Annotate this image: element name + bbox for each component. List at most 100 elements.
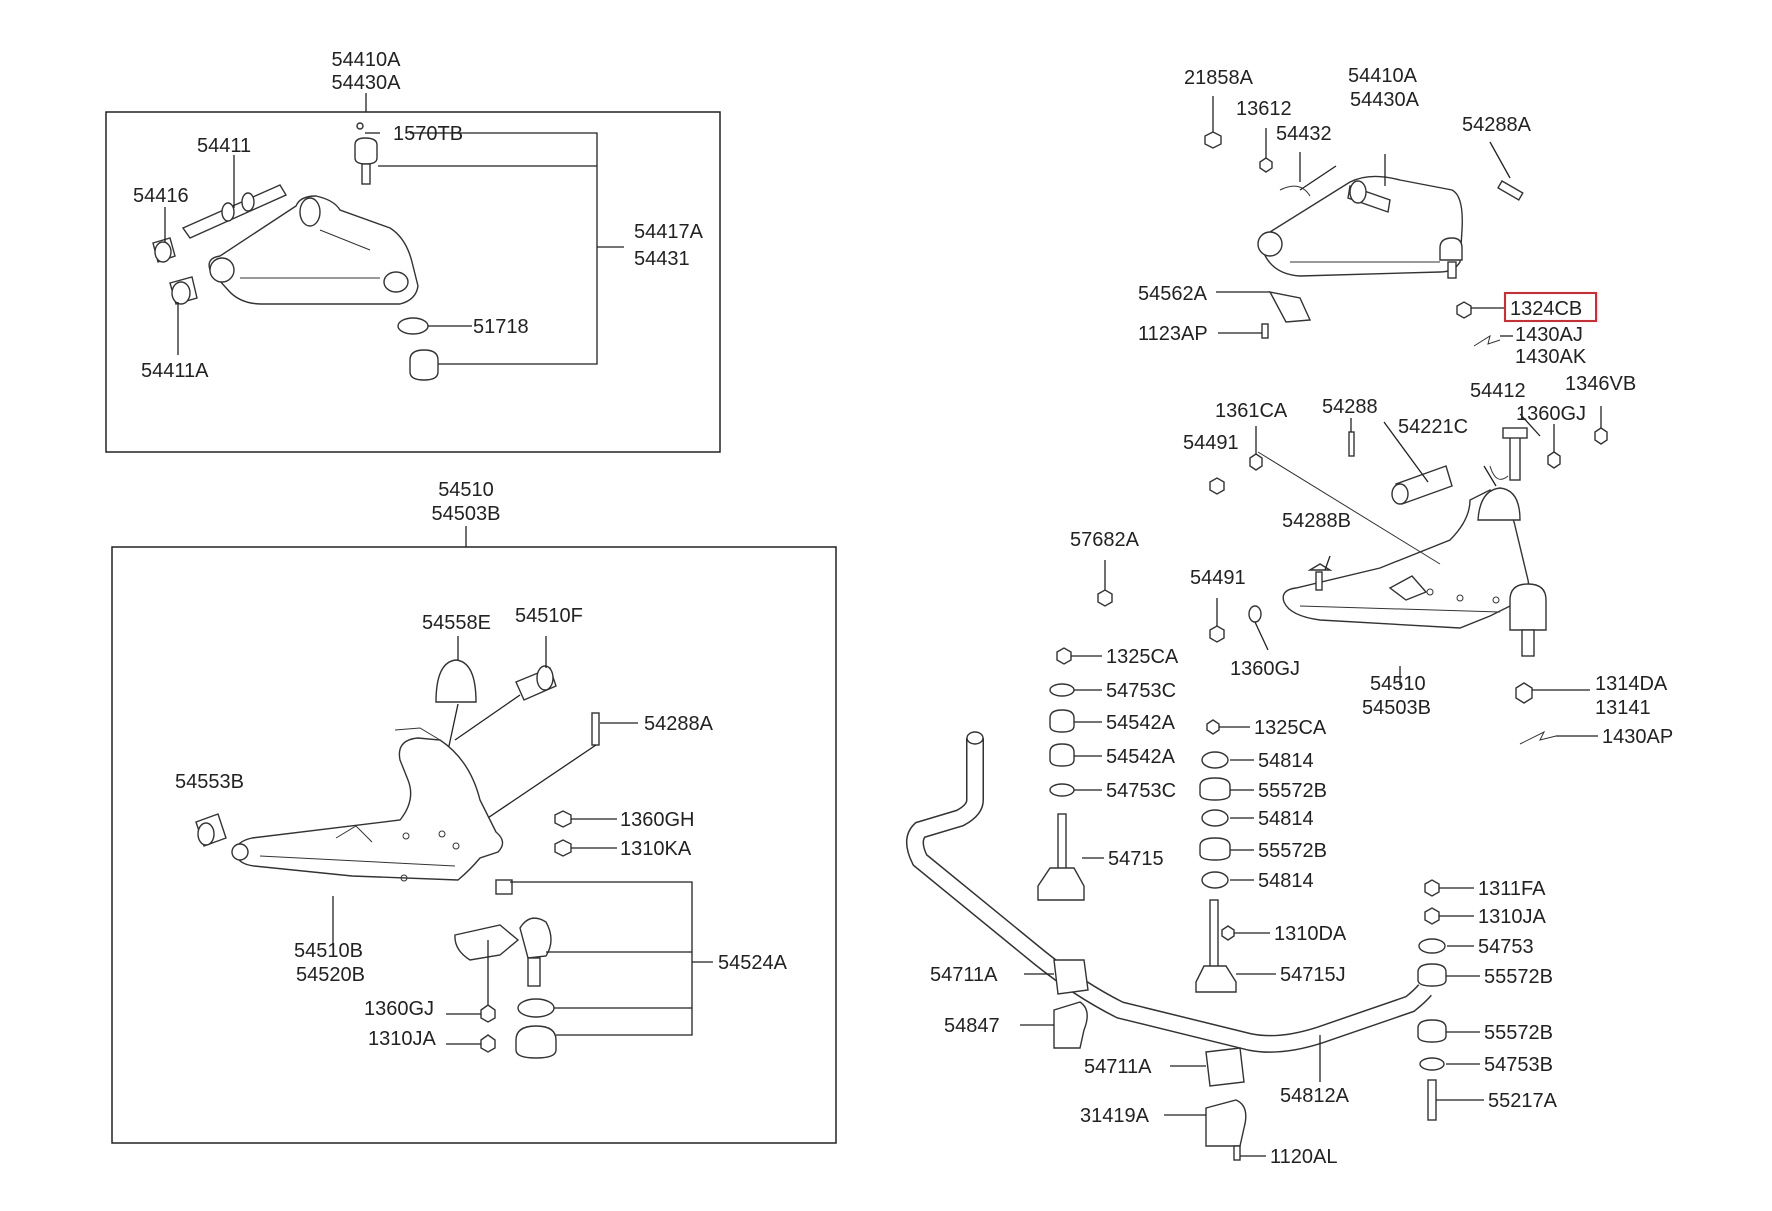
lower-dust-cover-part bbox=[515, 1025, 557, 1059]
label-1310ja-right: 1310JA bbox=[1478, 906, 1546, 928]
label-31419a: 31419A bbox=[1080, 1105, 1150, 1127]
label-54417a: 54417A bbox=[634, 221, 704, 243]
label-1120al: 1120AL bbox=[1270, 1146, 1337, 1168]
label-54430a: 54430A bbox=[332, 72, 402, 94]
label-54491-a: 54491 bbox=[1183, 432, 1239, 454]
label-54715j: 54715J bbox=[1280, 964, 1346, 986]
right-upper-arm bbox=[1257, 154, 1463, 279]
label-54430a-right: 54430A bbox=[1350, 89, 1420, 111]
bar-bushing-left bbox=[1053, 959, 1089, 995]
label-54510: 54510 bbox=[438, 479, 494, 501]
label-1324cb: 1324CB bbox=[1510, 298, 1582, 320]
label-1361ca: 1361CA bbox=[1215, 400, 1288, 422]
label-54814-b: 54814 bbox=[1258, 808, 1314, 830]
label-13141: 13141 bbox=[1595, 697, 1651, 719]
label-54491-b: 54491 bbox=[1190, 567, 1246, 589]
stabilizer-link-middle bbox=[1195, 899, 1276, 993]
label-54432: 54432 bbox=[1276, 123, 1332, 145]
label-54410a: 54410A bbox=[332, 49, 402, 71]
label-54503b-right: 54503B bbox=[1362, 697, 1431, 719]
label-54288b: 54288B bbox=[1282, 510, 1351, 532]
label-1310ka: 1310KA bbox=[620, 838, 692, 860]
label-54812a: 54812A bbox=[1280, 1085, 1350, 1107]
bar-bracket-right bbox=[1205, 1099, 1247, 1147]
bar-bracket-left bbox=[1053, 1001, 1088, 1049]
label-54412: 54412 bbox=[1470, 380, 1526, 402]
upper-arm-panel: 54410A 54430A 1570TB 54411 54416 54417A … bbox=[105, 49, 721, 453]
label-54411: 54411 bbox=[197, 135, 251, 157]
label-54542a-a: 54542A bbox=[1106, 712, 1176, 734]
right-lower-arm bbox=[1257, 451, 1547, 657]
bushing-lower-part bbox=[169, 276, 198, 355]
label-51718: 51718 bbox=[473, 316, 529, 338]
dust-cover-part bbox=[409, 349, 439, 381]
label-54221c: 54221C bbox=[1398, 416, 1468, 438]
label-54288a-lower: 54288A bbox=[644, 713, 714, 735]
lower-arm-box bbox=[111, 546, 837, 1144]
label-54520b: 54520B bbox=[296, 964, 365, 986]
bushing-part bbox=[152, 207, 176, 263]
label-1360gj-b: 1360GJ bbox=[1230, 658, 1300, 680]
label-54814-c: 54814 bbox=[1258, 870, 1314, 892]
label-1430aj: 1430AJ bbox=[1515, 324, 1583, 346]
lower-snap-ring-part bbox=[517, 998, 555, 1018]
label-21858a: 21858A bbox=[1184, 67, 1254, 89]
label-54524a: 54524A bbox=[718, 952, 788, 974]
label-1310ja-lower: 1310JA bbox=[368, 1028, 436, 1050]
label-54562a: 54562A bbox=[1138, 283, 1208, 305]
label-1123ap: 1123AP bbox=[1138, 323, 1208, 345]
label-55572b-b: 55572B bbox=[1258, 840, 1327, 862]
upper-arm-box bbox=[105, 111, 721, 453]
label-54510-right: 54510 bbox=[1370, 673, 1426, 695]
label-54753b: 54753B bbox=[1484, 1054, 1553, 1076]
label-1360gh: 1360GH bbox=[620, 809, 695, 831]
bar-bushing-right bbox=[1205, 1047, 1245, 1087]
label-1325ca-a: 1325CA bbox=[1106, 646, 1179, 668]
label-54711a-a: 54711A bbox=[930, 964, 998, 986]
bump-stopper-part bbox=[435, 659, 477, 703]
lower-arm-body bbox=[231, 727, 504, 882]
label-57682a: 57682A bbox=[1070, 529, 1140, 551]
label-54558e: 54558E bbox=[422, 612, 491, 634]
upper-arm-body bbox=[208, 195, 419, 305]
label-54510b: 54510B bbox=[294, 940, 363, 962]
label-54288a-right: 54288A bbox=[1462, 114, 1532, 136]
lower-arm-panel: 54510 54503B 54558E 54510F 54288A 54553B… bbox=[111, 479, 837, 1144]
ball-joint-part bbox=[354, 122, 378, 185]
label-1314da: 1314DA bbox=[1595, 673, 1668, 695]
label-1346vb: 1346VB bbox=[1565, 373, 1636, 395]
label-1360gj-a: 1360GJ bbox=[1516, 403, 1586, 425]
snap-ring-part bbox=[397, 317, 429, 335]
label-54753: 54753 bbox=[1478, 936, 1534, 958]
label-1325ca-b: 1325CA bbox=[1254, 717, 1327, 739]
label-54847: 54847 bbox=[944, 1015, 1000, 1037]
label-54411a: 54411A bbox=[141, 360, 209, 382]
label-13612: 13612 bbox=[1236, 98, 1292, 120]
label-1310da: 1310DA bbox=[1274, 923, 1347, 945]
label-1430ak: 1430AK bbox=[1515, 346, 1587, 368]
label-1311fa: 1311FA bbox=[1478, 878, 1546, 900]
right-exploded-view: 21858A 54410A 54430A 13612 54432 54288A … bbox=[906, 65, 1673, 1168]
label-1430ap: 1430AP bbox=[1602, 726, 1673, 748]
stabilizer-link-left bbox=[1037, 813, 1104, 901]
label-54715: 54715 bbox=[1108, 848, 1164, 870]
label-1570tb: 1570TB bbox=[393, 123, 463, 145]
shaft-part bbox=[181, 155, 288, 239]
label-55572b-c: 55572B bbox=[1484, 966, 1553, 988]
label-54711a-b: 54711A bbox=[1084, 1056, 1152, 1078]
label-54288: 54288 bbox=[1322, 396, 1378, 418]
lower-ball-joint-part bbox=[454, 879, 713, 1036]
label-55572b-d: 55572B bbox=[1484, 1022, 1553, 1044]
label-55572b-a: 55572B bbox=[1258, 780, 1327, 802]
label-54814-a: 54814 bbox=[1258, 750, 1314, 772]
label-54553b: 54553B bbox=[175, 771, 244, 793]
label-54510f: 54510F bbox=[515, 605, 583, 627]
label-55217a: 55217A bbox=[1488, 1090, 1558, 1112]
highlight-1324cb bbox=[1504, 292, 1597, 322]
label-54416: 54416 bbox=[133, 185, 189, 207]
label-54542a-b: 54542A bbox=[1106, 746, 1176, 768]
label-1360gj-lower: 1360GJ bbox=[364, 998, 434, 1020]
label-54753c-a: 54753C bbox=[1106, 680, 1176, 702]
